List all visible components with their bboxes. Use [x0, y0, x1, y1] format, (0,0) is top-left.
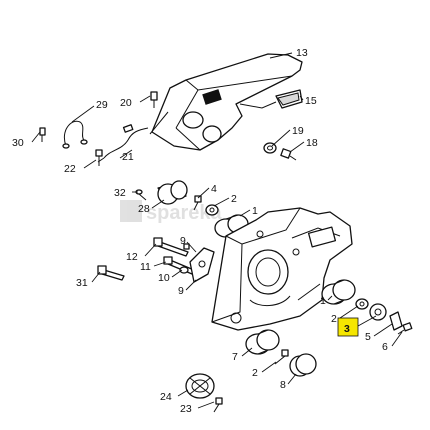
callout-21: 21	[122, 151, 134, 163]
screw-part-18	[280, 148, 297, 161]
washer-part-2-upper	[205, 204, 219, 216]
bolt-part-31	[97, 265, 125, 281]
callout-10: 10	[158, 272, 170, 284]
callout-2-lower: 2	[252, 367, 258, 379]
screw-part-32	[135, 189, 147, 201]
gear-part-24	[185, 373, 215, 399]
callout-13: 13	[296, 47, 308, 59]
buffer-part-28	[157, 180, 188, 205]
callout-4: 4	[211, 183, 217, 195]
callout-19: 19	[292, 125, 304, 137]
crankcase-housing	[211, 207, 353, 331]
callout-23: 23	[180, 403, 192, 415]
screw-part-30	[39, 127, 46, 142]
callout-24: 24	[160, 391, 172, 403]
callout-2-upper: 2	[231, 193, 237, 205]
screw-part-20	[150, 91, 158, 108]
callout-20: 20	[120, 97, 132, 109]
callout-11: 11	[140, 261, 151, 273]
callout-3: 3	[344, 323, 350, 335]
leader-lines	[31, 52, 403, 409]
callout-29: 29	[96, 99, 108, 111]
washer-part-10	[179, 266, 189, 274]
callout-15: 15	[305, 95, 317, 107]
screw-part-6	[397, 322, 413, 335]
screw-part-22	[95, 149, 103, 166]
bracket-part-9	[189, 247, 215, 283]
bolt-part-12	[153, 237, 189, 257]
callout-9-upper: 9	[180, 235, 186, 247]
plate-part-3	[369, 303, 387, 321]
callout-5: 5	[365, 331, 371, 343]
callout-7: 7	[232, 351, 238, 363]
watermark-text: spareka	[146, 202, 222, 224]
wire-part-21	[97, 124, 149, 163]
callout-1-upper: 1	[252, 205, 258, 217]
top-cover-part-13	[149, 53, 303, 151]
callout-8: 8	[280, 379, 286, 391]
buffer-part-7	[245, 329, 280, 355]
callout-28: 28	[138, 203, 150, 215]
callout-labels: 13 15 29 20 30 21 22 19 18 32 4 2 28 1 9…	[12, 47, 388, 415]
callout-1-lower: 1	[320, 295, 326, 307]
callout-18: 18	[306, 137, 318, 149]
callout-12: 12	[126, 251, 138, 263]
callout-9-lower: 9	[178, 285, 184, 297]
watermark: spareka	[120, 200, 222, 224]
callout-2-right: 2	[331, 313, 337, 325]
callout-6: 6	[382, 341, 388, 353]
callout-32: 32	[114, 187, 126, 199]
wire-part-29	[62, 120, 88, 149]
clip-part-5	[389, 311, 403, 331]
plug-part-8	[289, 353, 317, 377]
screw-part-2-lower	[274, 349, 289, 365]
gasket-part-15	[275, 89, 303, 109]
buffer-part-1-lower	[321, 279, 356, 305]
callout-22: 22	[64, 163, 76, 175]
washer-part-2-right	[355, 298, 369, 310]
callout-30: 30	[12, 137, 24, 149]
callout-31: 31	[76, 277, 88, 289]
screw-part-23	[213, 397, 223, 413]
highlight-box-part-3	[337, 317, 359, 337]
screw-part-4	[193, 195, 202, 211]
screw-part-9-small	[183, 243, 190, 250]
